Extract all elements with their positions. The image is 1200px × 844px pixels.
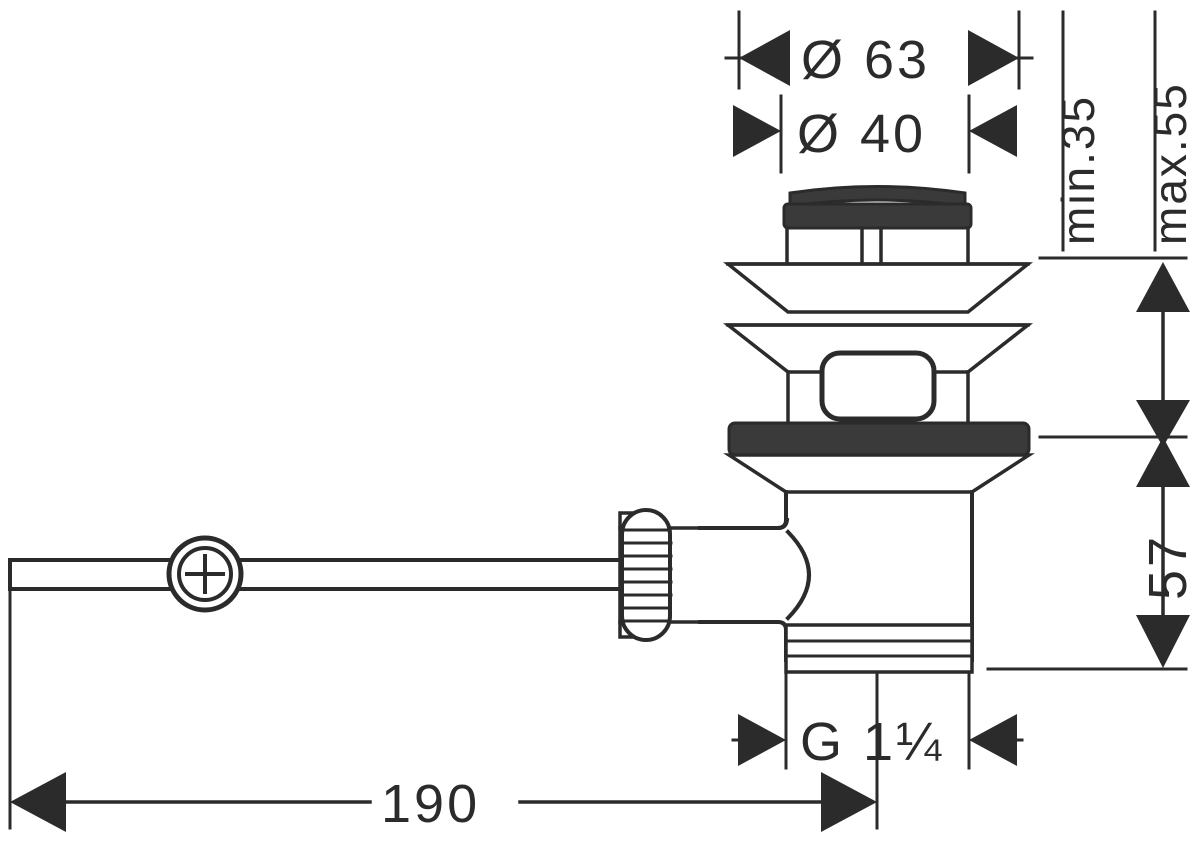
label-thread-g114: G 1¼ bbox=[800, 712, 944, 772]
cap-band bbox=[782, 202, 973, 230]
label-max-55: max.55 bbox=[1144, 82, 1196, 245]
component-overflow-section bbox=[786, 350, 970, 427]
component-sealing-gasket bbox=[723, 421, 1035, 494]
arrow-190-left bbox=[10, 772, 66, 832]
component-knurled-nut bbox=[618, 508, 673, 642]
arrow-57-bottom bbox=[1136, 615, 1190, 668]
body-upper-shoulder bbox=[698, 517, 790, 530]
extension-lines bbox=[8, 10, 1188, 830]
label-length-190: 190 bbox=[381, 774, 480, 834]
arrow-190-right bbox=[821, 772, 877, 832]
component-upper-flange bbox=[723, 262, 1033, 314]
dimension-height-57 bbox=[1136, 262, 1190, 668]
arrow-63-right bbox=[968, 30, 1019, 86]
dimension-thread-g114 bbox=[738, 714, 1017, 766]
component-lift-rod bbox=[8, 558, 624, 591]
label-diameter-63: Ø 63 bbox=[801, 30, 930, 90]
arrow-57-up-mid bbox=[1136, 437, 1190, 487]
arrow-40-right bbox=[969, 105, 1017, 157]
dimension-length-190 bbox=[10, 772, 877, 832]
component-pivot-screw bbox=[166, 535, 244, 613]
arrow-thread-left bbox=[738, 714, 786, 766]
thread-outline bbox=[784, 623, 974, 674]
body-inlet-curve bbox=[785, 529, 811, 621]
arrow-40-left bbox=[733, 105, 781, 157]
overflow-slot bbox=[819, 350, 937, 422]
arrow-57-top bbox=[1136, 262, 1190, 312]
knurl-ridges bbox=[620, 528, 673, 623]
gasket-band bbox=[727, 421, 1031, 457]
arrow-thread-right bbox=[969, 714, 1017, 766]
component-push-button-cap bbox=[782, 185, 973, 266]
dimension-diameter-63 bbox=[739, 30, 1019, 86]
dimension-diameter-40 bbox=[733, 105, 1017, 157]
arrow-57-down-mid bbox=[1136, 400, 1190, 447]
label-diameter-40: Ø 40 bbox=[797, 104, 926, 164]
arrow-63-left bbox=[739, 30, 790, 86]
component-threaded-section bbox=[784, 623, 974, 674]
label-height-57: 57 bbox=[1138, 534, 1198, 600]
label-min-35: min.35 bbox=[1052, 95, 1104, 245]
